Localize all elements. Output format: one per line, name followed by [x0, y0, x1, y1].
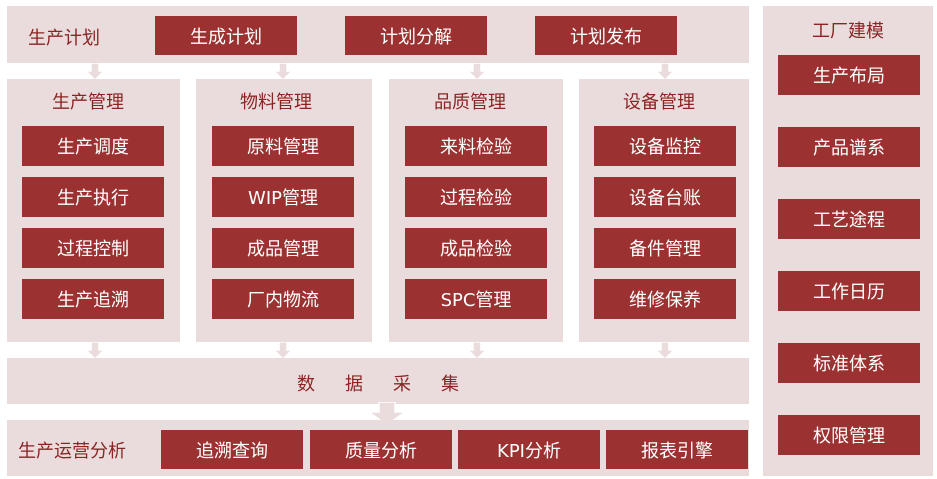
down-arrow-icon [85, 63, 105, 81]
wip-management-button[interactable]: WIP管理 [212, 177, 354, 217]
factory-logistics-button[interactable]: 厂内物流 [212, 279, 354, 319]
down-arrow-icon [85, 342, 105, 360]
down-arrow-icon [655, 342, 675, 360]
spare-parts-button[interactable]: 备件管理 [594, 228, 736, 268]
quality-analysis-button[interactable]: 质量分析 [310, 430, 452, 469]
data-collection-title: 数据采集 [297, 374, 489, 395]
process-control-button[interactable]: 过程控制 [22, 228, 164, 268]
down-arrow-icon [655, 63, 675, 81]
finished-goods-button[interactable]: 成品管理 [212, 228, 354, 268]
down-arrow-icon [467, 342, 487, 360]
equipment-ledger-button[interactable]: 设备台账 [594, 177, 736, 217]
finished-inspection-button[interactable]: 成品检验 [405, 228, 547, 268]
production-execution-button[interactable]: 生产执行 [22, 177, 164, 217]
production-scheduling-button[interactable]: 生产调度 [22, 126, 164, 166]
material-management-title: 物料管理 [240, 92, 312, 113]
equipment-monitoring-button[interactable]: 设备监控 [594, 126, 736, 166]
raw-material-button[interactable]: 原料管理 [212, 126, 354, 166]
publish-plan-button[interactable]: 计划发布 [535, 16, 677, 55]
permission-management-button[interactable]: 权限管理 [778, 415, 920, 455]
down-arrow-icon [273, 342, 293, 360]
down-arrow-icon [467, 63, 487, 81]
standard-system-button[interactable]: 标准体系 [778, 343, 920, 383]
production-traceability-button[interactable]: 生产追溯 [22, 279, 164, 319]
spc-management-button[interactable]: SPC管理 [405, 279, 547, 319]
decompose-plan-button[interactable]: 计划分解 [345, 16, 487, 55]
down-arrow-icon [273, 63, 293, 81]
process-inspection-button[interactable]: 过程检验 [405, 177, 547, 217]
production-management-title: 生产管理 [52, 92, 124, 113]
maintenance-button[interactable]: 维修保养 [594, 279, 736, 319]
incoming-inspection-button[interactable]: 来料检验 [405, 126, 547, 166]
factory-modeling-title: 工厂建模 [812, 21, 884, 42]
product-family-button[interactable]: 产品谱系 [778, 127, 920, 167]
trace-query-button[interactable]: 追溯查询 [161, 430, 303, 469]
report-engine-button[interactable]: 报表引擎 [606, 430, 748, 469]
production-layout-button[interactable]: 生产布局 [778, 55, 920, 95]
kpi-analysis-button[interactable]: KPI分析 [458, 430, 600, 469]
quality-management-title: 品质管理 [434, 92, 506, 113]
equipment-management-title: 设备管理 [623, 92, 695, 113]
analysis-title: 生产运营分析 [18, 441, 126, 462]
work-calendar-button[interactable]: 工作日历 [778, 271, 920, 311]
data-collection-panel [7, 358, 749, 404]
down-arrow-icon [367, 402, 407, 426]
plan-title: 生产计划 [28, 28, 100, 49]
generate-plan-button[interactable]: 生成计划 [155, 16, 297, 55]
process-routing-button[interactable]: 工艺途程 [778, 199, 920, 239]
